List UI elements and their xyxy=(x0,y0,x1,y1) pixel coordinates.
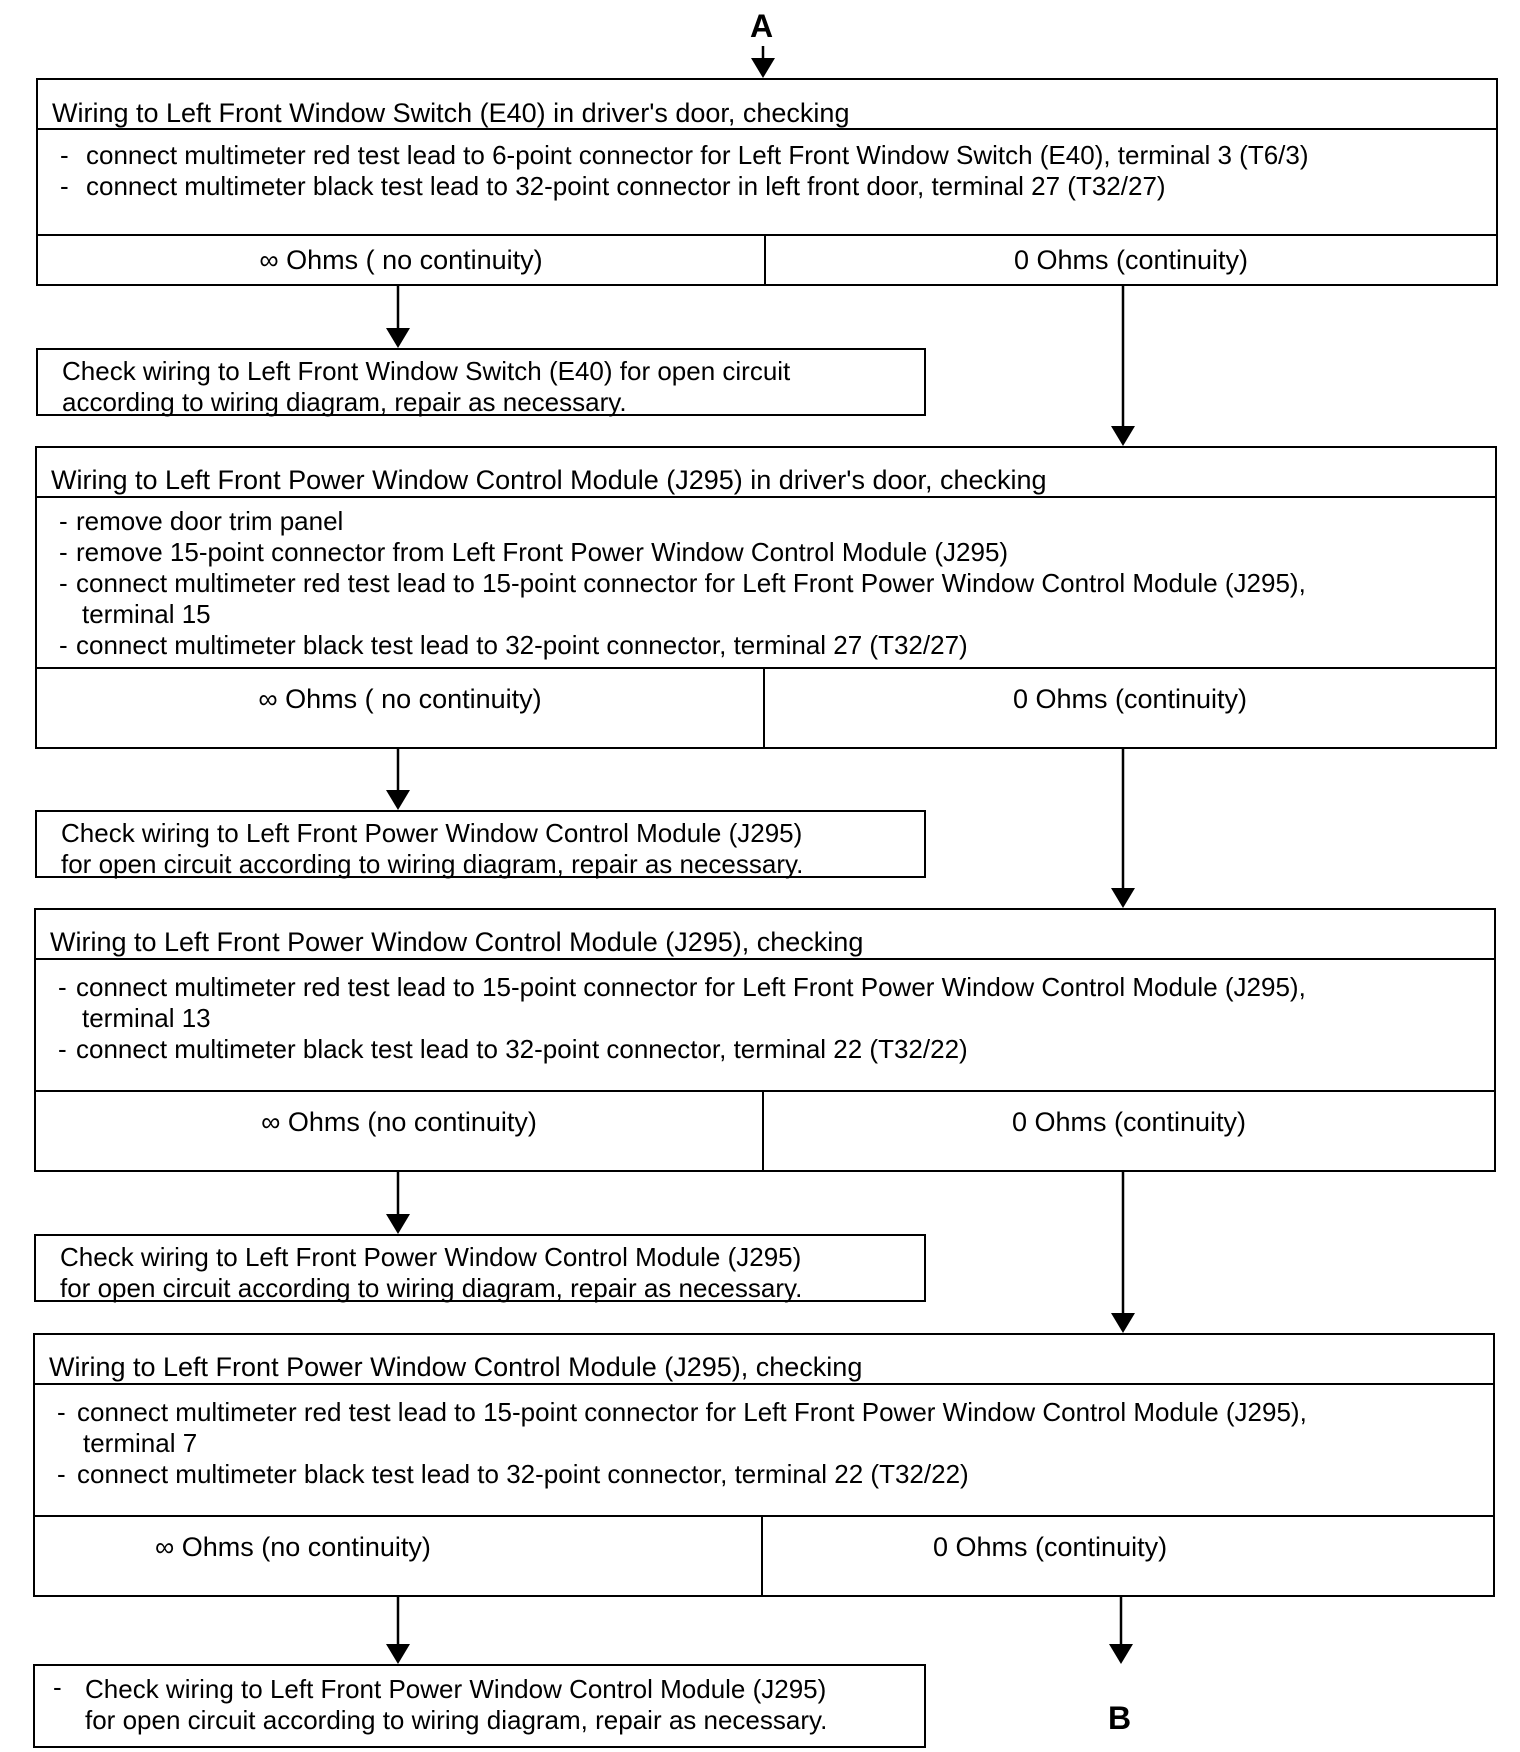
outcome-row: ∞ Ohms (no continuity) 0 Ohms (continuit… xyxy=(35,1515,1493,1595)
action-line: Check wiring to Left Front Window Switch… xyxy=(62,356,791,386)
action-line: Check wiring to Left Front Power Window … xyxy=(60,1242,802,1272)
check-heading: Wiring to Left Front Window Switch (E40)… xyxy=(38,80,1496,130)
instruction-item: connect multimeter red test lead to 15-p… xyxy=(36,972,1494,1034)
instruction-item: connect multimeter black test lead to 32… xyxy=(37,630,1495,661)
action-box: Check wiring to Left Front Window Switch… xyxy=(36,348,926,417)
outcome-no-continuity: ∞ Ohms ( no continuity) xyxy=(38,236,766,284)
outcome-continuity: 0 Ohms (continuity) xyxy=(1011,1107,1247,1137)
outcome-row: ∞ Ohms ( no continuity) 0 Ohms (continui… xyxy=(38,234,1496,284)
action-line: for open circuit according to wiring dia… xyxy=(85,1705,828,1735)
outcome-continuity: 0 Ohms (continuity) xyxy=(1012,684,1248,714)
outcome-row: ∞ Ohms ( no continuity) 0 Ohms (continui… xyxy=(37,667,1495,747)
outcome-no-continuity: ∞ Ohms (no continuity) xyxy=(35,1517,763,1595)
connector-a: A xyxy=(750,8,774,44)
outcome-continuity: 0 Ohms (continuity) xyxy=(933,1532,1168,1562)
instruction-list: remove door trim panel remove 15-point c… xyxy=(37,506,1495,661)
connector-b: B xyxy=(1108,1700,1132,1736)
instruction-item: connect multimeter red test lead to 6-po… xyxy=(38,140,1496,171)
instruction-list: connect multimeter red test lead to 15-p… xyxy=(36,972,1494,1065)
action-line: according to wiring diagram, repair as n… xyxy=(62,387,627,417)
instruction-item: connect multimeter black test lead to 32… xyxy=(36,1034,1494,1065)
check-heading: Wiring to Left Front Power Window Contro… xyxy=(36,910,1494,960)
instruction-item: connect multimeter black test lead to 32… xyxy=(35,1459,1493,1490)
action-box: Check wiring to Left Front Power Window … xyxy=(33,1664,926,1748)
instruction-item: remove 15-point connector from Left Fron… xyxy=(37,537,1495,568)
action-line: Check wiring to Left Front Power Window … xyxy=(61,818,803,848)
action-line: for open circuit according to wiring dia… xyxy=(61,849,804,879)
instruction-item: connect multimeter red test lead to 15-p… xyxy=(35,1397,1493,1459)
outcome-continuity: 0 Ohms (continuity) xyxy=(1013,245,1249,275)
action-line: for open circuit according to wiring dia… xyxy=(60,1273,803,1303)
action-box: Check wiring to Left Front Power Window … xyxy=(35,810,926,879)
check-box-j295-door: Wiring to Left Front Power Window Contro… xyxy=(35,446,1497,749)
check-box-j295-terminal-7: Wiring to Left Front Power Window Contro… xyxy=(33,1333,1495,1597)
instruction-item: remove door trim panel xyxy=(37,506,1495,537)
action-line: Check wiring to Left Front Power Window … xyxy=(85,1674,827,1704)
check-heading: Wiring to Left Front Power Window Contro… xyxy=(37,448,1495,498)
check-box-e40: Wiring to Left Front Window Switch (E40)… xyxy=(36,78,1498,286)
instruction-item: connect multimeter red test lead to 15-p… xyxy=(37,568,1495,630)
action-box: Check wiring to Left Front Power Window … xyxy=(34,1234,926,1303)
outcome-no-continuity: ∞ Ohms ( no continuity) xyxy=(37,669,765,747)
check-heading: Wiring to Left Front Power Window Contro… xyxy=(35,1335,1493,1385)
outcome-no-continuity: ∞ Ohms (no continuity) xyxy=(36,1092,764,1170)
check-box-j295-terminal-13: Wiring to Left Front Power Window Contro… xyxy=(34,908,1496,1172)
instruction-item: connect multimeter black test lead to 32… xyxy=(38,171,1496,202)
outcome-row: ∞ Ohms (no continuity) 0 Ohms (continuit… xyxy=(36,1090,1494,1170)
instruction-list: connect multimeter red test lead to 6-po… xyxy=(38,140,1496,202)
instruction-list: connect multimeter red test lead to 15-p… xyxy=(35,1397,1493,1490)
